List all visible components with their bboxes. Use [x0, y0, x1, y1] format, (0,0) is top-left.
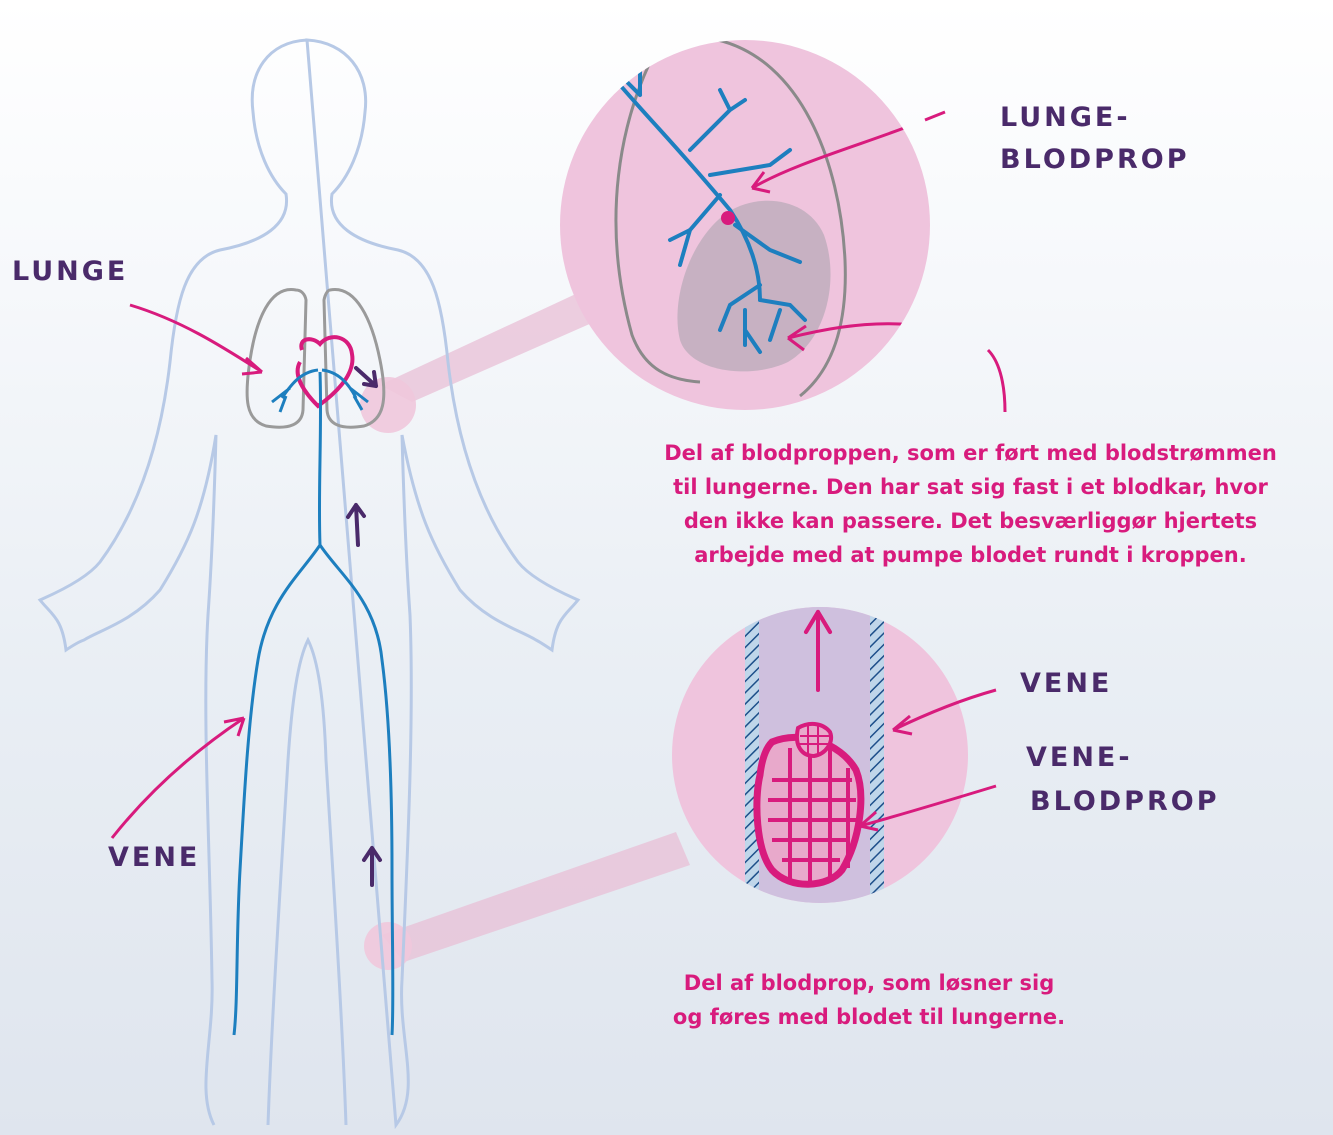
lunge-blodprop-label-line2: BLODPROP [1000, 140, 1190, 180]
vene-blodprop-label-line2: BLODPROP [1030, 782, 1220, 822]
lung-embolus [721, 211, 735, 225]
vene-left-label: VENE [108, 838, 200, 878]
vein-wall-right [870, 600, 884, 920]
vein-wall-left [745, 600, 759, 920]
vein-clot-note-line: og føres med blodet til lungerne. [604, 1000, 1134, 1034]
lunge-blodprop-label-line1: LUNGE- [1000, 98, 1131, 138]
vein-clot [757, 737, 861, 885]
upward-flow-arrow-torso [348, 505, 364, 545]
vein-zoom-connector [382, 832, 690, 962]
vene-blodprop-label-line1: VENE- [1026, 738, 1133, 778]
lung-embolus-note-line: Del af blodproppen, som er ført med blod… [608, 436, 1333, 470]
lung-zoom-connector [380, 292, 610, 402]
vene-left-arrow [112, 718, 244, 838]
lung-embolus-note-line: den ikke kan passere. Det besværliggør h… [608, 504, 1333, 538]
lung-embolus-note-line: arbejde med at pumpe blodet rundt i krop… [608, 538, 1333, 572]
body-outline [40, 40, 578, 1125]
pulmonary-artery-left [272, 370, 318, 412]
vene-right-label: VENE [1020, 664, 1112, 704]
lung-embolus-note: Del af blodproppen, som er ført med blod… [608, 436, 1333, 572]
lunge-arrow [130, 305, 262, 374]
vein-clot-note: Del af blodprop, som løsner sig og føres… [604, 966, 1134, 1034]
left-lung-outline [247, 290, 306, 428]
vein-clot-note-line: Del af blodprop, som løsner sig [604, 966, 1134, 1000]
lung-embolus-note-line: til lungerne. Den har sat sig fast i et … [608, 470, 1333, 504]
note-arrow-tail [988, 350, 1005, 412]
lung-blodprop-arrow-tail [925, 112, 945, 120]
leg-inner-outline [268, 640, 346, 1125]
lunge-label: LUNGE [12, 252, 128, 292]
detached-clot-fragment [797, 724, 831, 756]
upward-flow-arrow-leg [364, 848, 380, 885]
lung-flow-arrow [356, 368, 376, 386]
